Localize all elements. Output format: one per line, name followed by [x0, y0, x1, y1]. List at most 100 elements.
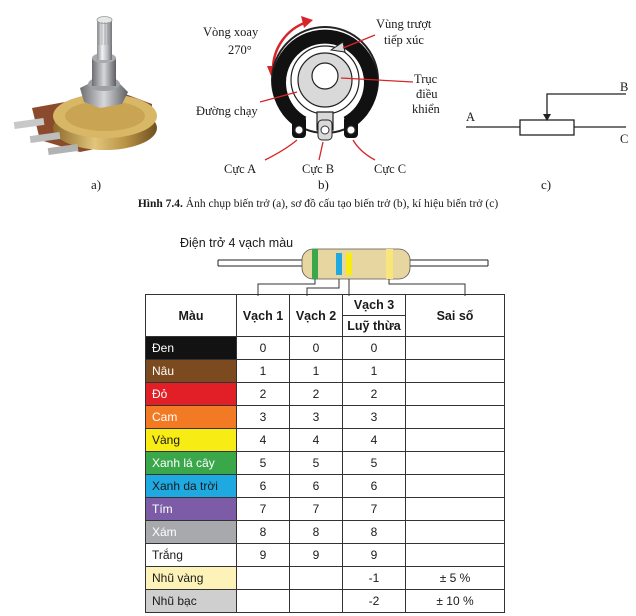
track-label: Đường chạy: [196, 104, 258, 118]
rotation-arrow: [271, 20, 308, 71]
pole-c-label: Cực C: [374, 162, 407, 176]
band3-cell: 4: [342, 428, 406, 452]
header-tolerance: Sai số: [405, 294, 505, 337]
header-band3-sub: Luỹ thừa: [342, 315, 406, 337]
tolerance-cell: [405, 543, 505, 567]
band2-cell: 9: [289, 543, 343, 567]
shaft-label-1: Trục: [414, 72, 438, 86]
symbol-c-label: C: [620, 132, 629, 146]
color-name-cell: Đen: [145, 336, 237, 360]
tolerance-cell: ± 10 %: [405, 589, 505, 613]
band1-cell: 7: [236, 497, 290, 521]
slider-contact-label-2: tiếp xúc: [384, 33, 424, 47]
band2-cell: [289, 566, 343, 590]
terminal-b: [317, 119, 333, 141]
color-name-cell: Trắng: [145, 543, 237, 567]
symbol-a-label: A: [466, 110, 476, 124]
tolerance-cell: [405, 520, 505, 544]
pole-a-label: Cực A: [224, 162, 257, 176]
tolerance-cell: [405, 428, 505, 452]
band3-cell: -2: [342, 589, 406, 613]
band3-cell: 5: [342, 451, 406, 475]
label-b: b): [318, 177, 329, 192]
resistive-track: [272, 29, 378, 130]
terminal-a: [292, 116, 306, 138]
band2-cell: 5: [289, 451, 343, 475]
shaft-label-3: khiển: [412, 102, 440, 116]
band2-cell: 0: [289, 336, 343, 360]
label-a: a): [91, 177, 102, 192]
tolerance-cell: [405, 405, 505, 429]
table-row: Nhũ bạc-2± 10 %: [145, 589, 505, 613]
color-name-cell: Vàng: [145, 428, 237, 452]
band3-cell: 6: [342, 474, 406, 498]
band3-cell: 7: [342, 497, 406, 521]
table-row: Nhũ vàng -1± 5 %: [145, 566, 505, 590]
slider-contact-label-1: Vùng trượt: [376, 17, 432, 31]
resistor-drawing: [217, 248, 489, 296]
color-name-cell: Tím: [145, 497, 237, 521]
band2-cell: 6: [289, 474, 343, 498]
header-band2: Vạch 2: [289, 294, 343, 337]
band2-cell: 3: [289, 405, 343, 429]
band1-cell: 4: [236, 428, 290, 452]
color-name-cell: Xanh lá cây: [145, 451, 237, 475]
color-name-cell: Xanh da trời: [145, 474, 237, 498]
color-name-cell: Nhũ vàng: [145, 566, 237, 590]
band3-cell: 8: [342, 520, 406, 544]
tolerance-cell: [405, 497, 505, 521]
figure-caption: Hình 7.4. Ảnh chụp biến trở (a), sơ đồ c…: [0, 198, 636, 210]
resistor-color-table: Màu Vạch 1 Vạch 2 Vạch 3 Sai số Luỹ thừa…: [145, 294, 505, 613]
band2-cell: 8: [289, 520, 343, 544]
band3-cell: 0: [342, 336, 406, 360]
band1-cell: [236, 566, 290, 590]
band1-cell: 0: [236, 336, 290, 360]
caption-text: Ảnh chụp biến trở (a), sơ đồ cấu tạo biế…: [182, 198, 499, 210]
band3-cell: -1: [342, 566, 406, 590]
band2-cell: 7: [289, 497, 343, 521]
potentiometer-photo: [13, 16, 157, 156]
band2-cell: 2: [289, 382, 343, 406]
color-name-cell: Xám: [145, 520, 237, 544]
tolerance-cell: [405, 359, 505, 383]
potentiometer-symbol: [466, 93, 626, 136]
tolerance-cell: [405, 382, 505, 406]
header-band3: Vạch 3: [342, 294, 406, 316]
tolerance-cell: [405, 474, 505, 498]
band1-cell: 3: [236, 405, 290, 429]
color-name-cell: Nâu: [145, 359, 237, 383]
band1-cell: 9: [236, 543, 290, 567]
terminal-c: [344, 116, 358, 138]
band3-cell: 3: [342, 405, 406, 429]
header-band1: Vạch 1: [236, 294, 290, 337]
band1-cell: 6: [236, 474, 290, 498]
tolerance-cell: [405, 336, 505, 360]
band2-cell: 4: [289, 428, 343, 452]
band1-cell: [236, 589, 290, 613]
caption-number: Hình 7.4.: [137, 198, 183, 210]
label-c: c): [541, 177, 552, 192]
band3-cell: 9: [342, 543, 406, 567]
color-name-cell: Đỏ: [145, 382, 237, 406]
band3-cell: 1: [342, 359, 406, 383]
band1-cell: 8: [236, 520, 290, 544]
band1-cell: 2: [236, 382, 290, 406]
rotation-angle: 270°: [228, 43, 252, 57]
band3-cell: 2: [342, 382, 406, 406]
resistor-label: Điện trở 4 vạch màu: [180, 236, 294, 250]
header-color: Màu: [145, 294, 237, 337]
rotation-label: Vòng xoay: [203, 25, 259, 39]
control-shaft: [311, 62, 339, 90]
color-name-cell: Cam: [145, 405, 237, 429]
tolerance-cell: ± 5 %: [405, 566, 505, 590]
